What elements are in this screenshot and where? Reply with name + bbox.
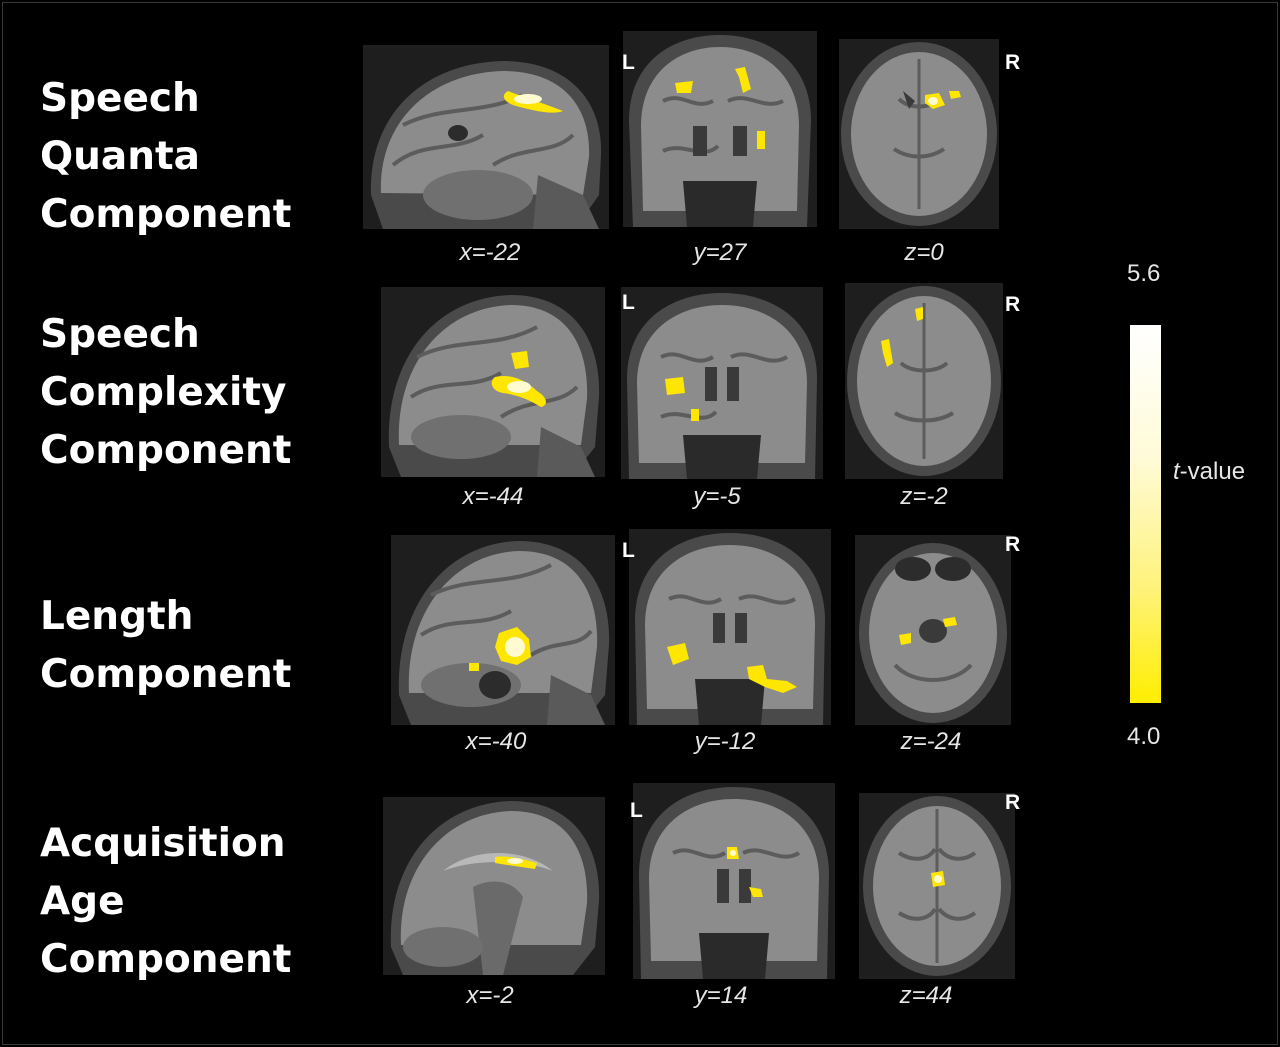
coordinate-y: y=14	[694, 982, 748, 1009]
coronal-slice-speech-complexity	[621, 287, 823, 479]
coronal-slice-length	[629, 529, 831, 725]
right-hemisphere-marker: R	[1005, 51, 1021, 74]
colorbar-axis-label-rest: -value	[1179, 458, 1246, 485]
axial-slice-speech-complexity	[845, 283, 1003, 479]
coronal-slice-acquisition-age	[633, 783, 835, 979]
sagittal-slice-acquisition-age	[383, 797, 605, 975]
row-label-speech-complexity: Speech Complexity Component	[40, 306, 291, 480]
coordinate-x: x=-44	[462, 483, 524, 510]
coordinate-x: x=-22	[459, 239, 521, 266]
colorbar-axis-label-italic: t	[1173, 458, 1180, 485]
left-hemisphere-marker: L	[630, 799, 643, 822]
colorbar-max-label: 5.6	[1127, 260, 1161, 287]
coordinate-y: y=27	[693, 239, 747, 266]
row-label-line: Age	[40, 879, 125, 924]
left-hemisphere-marker: L	[622, 291, 635, 314]
axial-slice-length	[855, 535, 1011, 725]
row-label-line: Component	[40, 652, 292, 697]
left-hemisphere-marker: L	[622, 539, 635, 562]
coordinate-x: x=-2	[466, 982, 514, 1009]
row-label-line: Speech	[40, 76, 200, 121]
row-label-line: Acquisition	[40, 821, 286, 866]
row-label-line: Quanta	[40, 134, 200, 179]
right-hemisphere-marker: R	[1005, 791, 1021, 814]
colorbar-axis-label: t-value	[1173, 458, 1245, 486]
row-label-length: Length Component	[40, 588, 291, 704]
colorbar	[1130, 325, 1161, 703]
right-hemisphere-marker: R	[1005, 293, 1021, 316]
row-label-speech-quanta: Speech Quanta Component	[40, 70, 291, 244]
sagittal-slice-speech-quanta	[363, 45, 609, 229]
coordinate-z: z=44	[899, 982, 953, 1009]
row-label-line: Component	[40, 937, 292, 982]
coordinate-y: y=-12	[694, 728, 756, 755]
coordinate-x: x=-40	[465, 728, 527, 755]
axial-slice-acquisition-age	[859, 793, 1015, 979]
coordinate-z: z=-24	[900, 728, 962, 755]
coordinate-z: z=0	[904, 239, 944, 266]
row-label-line: Component	[40, 192, 292, 237]
coordinate-z: z=-2	[900, 483, 948, 510]
coronal-slice-speech-quanta	[623, 31, 817, 227]
coordinate-y: y=-5	[693, 483, 741, 510]
sagittal-slice-speech-complexity	[381, 287, 605, 477]
colorbar-min-label: 4.0	[1127, 723, 1161, 750]
row-label-line: Length	[40, 594, 194, 639]
row-label-line: Speech	[40, 312, 200, 357]
sagittal-slice-length	[391, 535, 615, 725]
row-label-line: Complexity	[40, 370, 287, 415]
axial-slice-speech-quanta	[839, 39, 999, 229]
right-hemisphere-marker: R	[1005, 533, 1021, 556]
left-hemisphere-marker: L	[622, 51, 635, 74]
row-label-acquisition-age: Acquisition Age Component	[40, 815, 291, 989]
row-label-line: Component	[40, 428, 292, 473]
